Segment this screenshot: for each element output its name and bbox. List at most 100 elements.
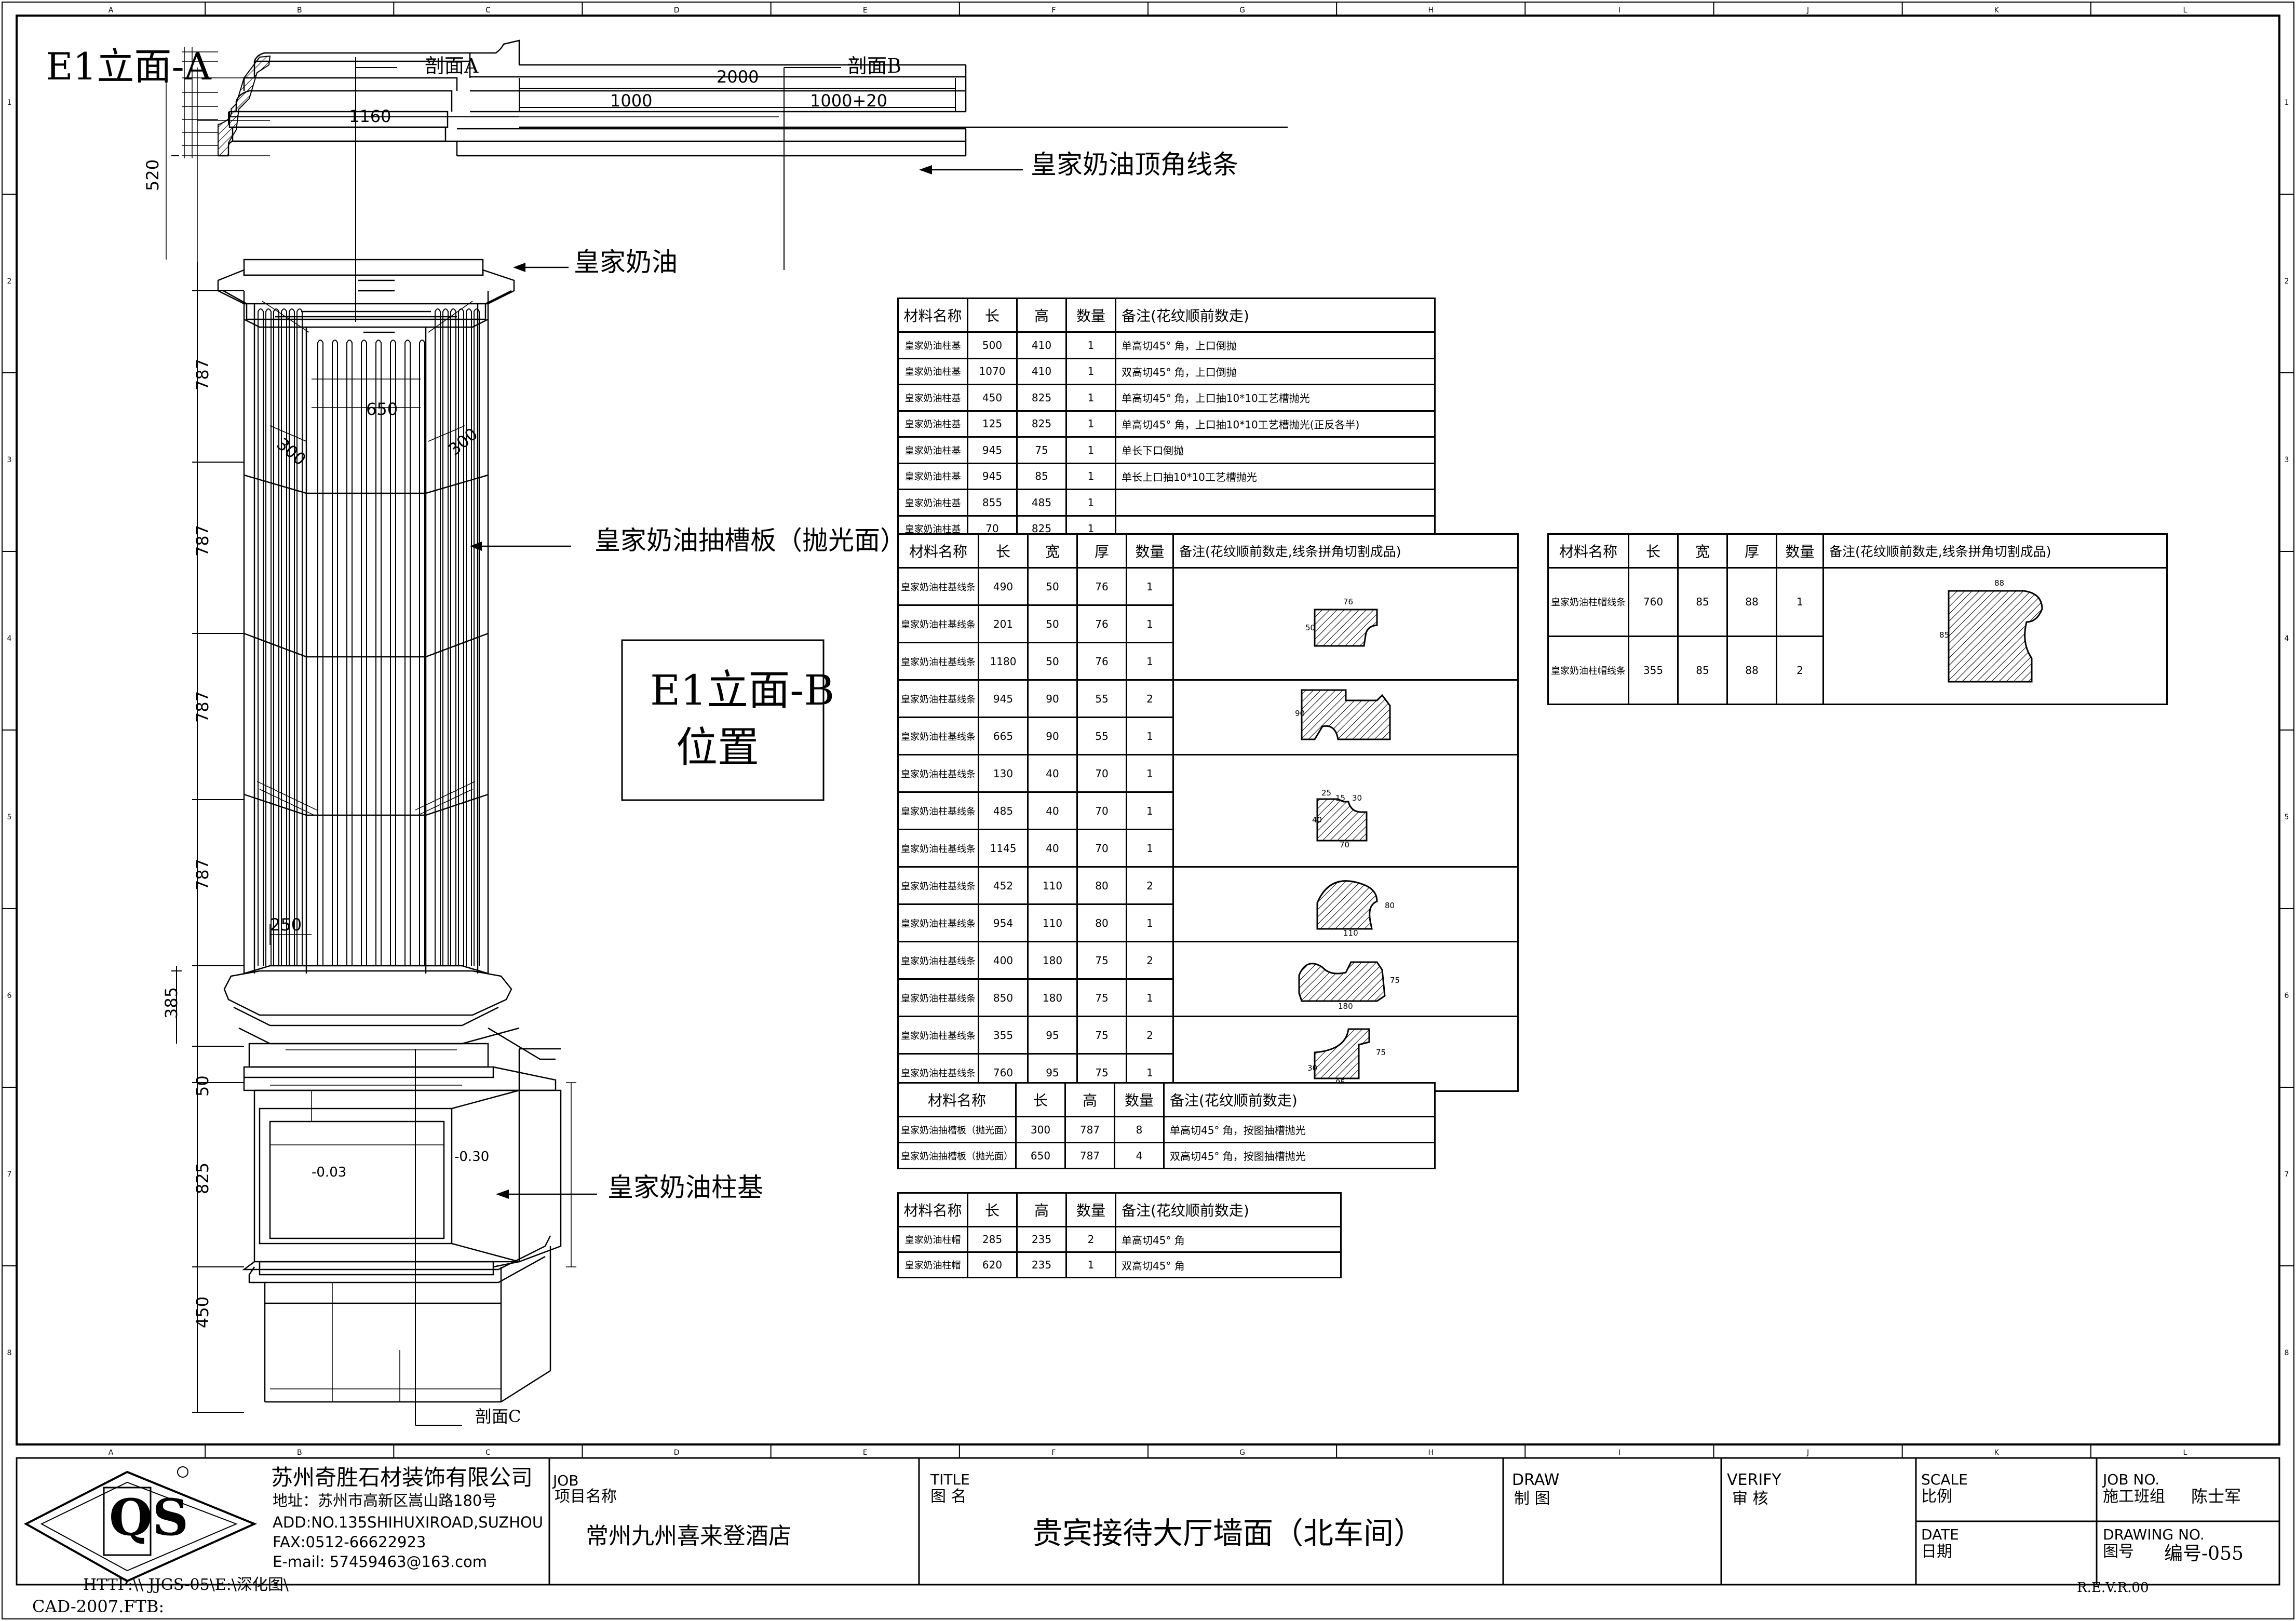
title-block-frame	[16, 1457, 2280, 1586]
cell-height: 235	[1016, 1251, 1067, 1278]
profile-cell: 90	[1172, 679, 1519, 755]
moulding-profile-2: 90	[1295, 689, 1390, 740]
date-label: DATE	[1921, 1526, 1959, 1543]
table-row: 皇家奶油柱基线条35595752753095	[897, 1016, 1519, 1092]
cell-material: 皇家奶油柱基线条	[897, 754, 979, 793]
cell-note: 双高切45° 角，按图抽槽抛光	[1163, 1142, 1436, 1169]
grid-column-label: B	[297, 1449, 302, 1457]
grid-row-label: 8	[2285, 1349, 2289, 1357]
cell-height: 410	[1016, 357, 1067, 385]
grid-row-label: 5	[7, 813, 12, 821]
flute-groove	[346, 340, 353, 966]
col-note: 备注(花纹顺前数走)	[1115, 298, 1436, 333]
empty-cell	[1629, 705, 1678, 773]
grid-column-label: G	[1239, 6, 1245, 15]
profile-dimension: 75	[1390, 976, 1400, 985]
company-fax: FAX:0512-66622923	[273, 1533, 426, 1551]
col-thickness: 厚	[1726, 533, 1777, 569]
col-length: 长	[978, 533, 1029, 569]
flute-groove	[435, 308, 441, 966]
grid-column-label: L	[2183, 1449, 2187, 1457]
table-header: 材料名称 长 高 数量 备注(花纹顺前数走)	[897, 298, 1436, 333]
cell-note: 单长下口倒抛	[1115, 436, 1436, 464]
cell-material: 皇家奶油柱基	[897, 462, 968, 490]
verify-label-cn: 审 核	[1732, 1490, 1768, 1508]
cell-material: 皇家奶油柱帽线条	[1547, 567, 1629, 637]
cell-height: 235	[1016, 1226, 1067, 1253]
profile-dimension: 180	[1338, 1002, 1353, 1011]
cell-qty: 2	[1126, 941, 1174, 980]
cell-width: 50	[1027, 604, 1078, 643]
cell-length: 1180	[978, 642, 1029, 681]
cell-width: 110	[1027, 866, 1078, 905]
cell-length: 945	[978, 679, 1029, 718]
cell-height: 85	[1016, 462, 1067, 490]
grid-column-label: D	[674, 6, 680, 15]
reference-box-line-2: 位置	[676, 723, 759, 772]
table-header: 材料名称 长 高 数量 备注(花纹顺前数走)	[897, 1192, 1342, 1227]
col-material: 材料名称	[1547, 533, 1629, 569]
crown-dimension-lines	[166, 47, 779, 262]
dim-787-1: 787	[193, 358, 212, 390]
cell-note: 单高切45° 角，按图抽槽抛光	[1163, 1116, 1436, 1143]
cell-length: 201	[978, 604, 1029, 643]
cell-qty: 1	[1776, 567, 1824, 637]
grid-column-label: J	[1806, 6, 1809, 15]
cell-length: 450	[967, 384, 1018, 412]
cell-length: 355	[978, 1016, 1029, 1055]
dim-minus-030: -0.30	[454, 1149, 490, 1165]
flute-groove	[361, 340, 367, 966]
cell-width: 85	[1677, 567, 1728, 637]
flute-groove	[474, 308, 480, 966]
dim-1000-20: 1000+20	[810, 91, 887, 111]
cell-qty: 1	[1126, 978, 1174, 1017]
label-crown-moulding: 皇家奶油顶角线条	[1031, 150, 1238, 180]
col-material: 材料名称	[897, 1082, 1017, 1117]
grid-column-label: B	[297, 6, 302, 15]
grid-row-label: 7	[2285, 1170, 2289, 1179]
table-header: 材料名称 长 宽 厚 数量 备注(花纹顺前数走,线条拼角切割成品)	[897, 533, 1519, 569]
cell-thickness: 80	[1076, 903, 1127, 942]
cell-height: 825	[1016, 410, 1067, 438]
profile-dimension: 15	[1335, 793, 1345, 803]
dim-385: 385	[161, 987, 181, 1019]
section-c-label: 剖面C	[475, 1407, 521, 1426]
draw-label-cn: 制 图	[1514, 1490, 1550, 1508]
company-address: 地址：苏州市高新区嵩山路180号	[273, 1492, 497, 1509]
grid-row-label: 6	[2285, 992, 2289, 1000]
col-material: 材料名称	[897, 533, 979, 569]
cell-thickness: 75	[1076, 1016, 1127, 1055]
cell-material: 皇家奶油柱基	[897, 331, 968, 359]
dim-minus-003: -0.03	[312, 1165, 347, 1180]
dim-825: 825	[193, 1162, 212, 1194]
cell-length: 400	[978, 941, 1029, 980]
col-length: 长	[1628, 533, 1679, 569]
cell-qty: 2	[1126, 679, 1174, 718]
cell-material: 皇家奶油柱基	[897, 384, 968, 412]
drawing-no-value: 编号-055	[2164, 1543, 2244, 1564]
label-royal-cream: 皇家奶油	[574, 247, 678, 277]
cell-width: 90	[1027, 679, 1078, 718]
date-label-cn: 日期	[1921, 1543, 1952, 1561]
cell-length: 850	[978, 978, 1029, 1017]
col-qty: 数量	[1114, 1082, 1165, 1117]
grid-column-label: K	[1994, 6, 2000, 15]
top-dimension-lines	[228, 57, 956, 1426]
dim-787-4: 787	[193, 858, 212, 890]
flute-groove	[273, 308, 279, 966]
dim-450: 450	[193, 1296, 212, 1328]
cad-version: CAD-2007.FTB:	[32, 1597, 165, 1616]
cell-length: 355	[1628, 635, 1679, 705]
grid-column-label: E	[863, 1449, 868, 1457]
cell-material: 皇家奶油柱帽	[897, 1226, 968, 1253]
grid-column-label: H	[1428, 6, 1434, 15]
moulding-profile-5: 75 180	[1298, 961, 1400, 1011]
dim-250: 250	[270, 915, 302, 935]
profile-dimension: 75	[1376, 1048, 1386, 1057]
